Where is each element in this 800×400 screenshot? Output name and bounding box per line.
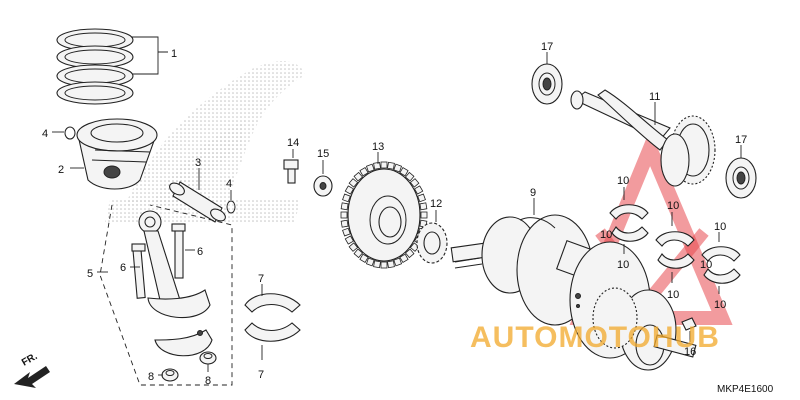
balancer-bearing-right — [725, 157, 757, 199]
callout-10-e: 10 — [714, 221, 726, 233]
gear-tooth — [419, 202, 428, 211]
gear-tooth — [380, 261, 388, 269]
gear-tooth — [387, 260, 395, 269]
gear-tooth — [348, 242, 359, 252]
piston — [76, 118, 158, 190]
gear-tooth — [365, 257, 375, 267]
crankshaft — [450, 214, 677, 371]
callout-16: 16 — [684, 346, 696, 358]
gear-tooth — [373, 260, 381, 269]
gear-tooth — [393, 257, 403, 267]
washer — [313, 175, 333, 197]
gear-tooth — [417, 193, 426, 203]
gear-tooth — [359, 253, 369, 263]
gear-tooth — [344, 185, 355, 195]
callout-10-d: 10 — [667, 289, 679, 301]
gear-tooth — [404, 171, 415, 182]
piston-pin-clip-right — [226, 200, 236, 214]
piston-pin-clip-left — [64, 126, 76, 140]
flange-bolt — [283, 159, 299, 184]
gear-tooth — [348, 178, 359, 188]
gear-tooth — [340, 219, 349, 228]
gear-tooth — [342, 227, 351, 237]
rod-bolt-left — [131, 243, 146, 299]
gear-tooth — [344, 235, 355, 245]
gear-tooth — [342, 193, 351, 203]
gear-tooth — [420, 211, 428, 219]
gear-tooth — [365, 163, 375, 173]
gear-tooth — [340, 202, 349, 211]
callout-10-a: 10 — [617, 175, 629, 187]
conrod-bearing-lower — [244, 322, 301, 342]
callout-4-right: 4 — [226, 178, 232, 190]
callout-4-left: 4 — [42, 128, 48, 140]
callout-12: 12 — [430, 198, 442, 210]
rod-nut-left — [161, 368, 179, 382]
callout-9: 9 — [530, 187, 536, 199]
callout-6-left: 6 — [120, 262, 126, 274]
gear-tooth — [399, 253, 409, 263]
gear-tooth — [404, 248, 415, 259]
gear-tooth — [353, 248, 364, 259]
callout-10-g: 10 — [600, 229, 612, 241]
crank-gear — [592, 287, 697, 366]
callout-10-h: 10 — [700, 259, 712, 271]
callout-3: 3 — [195, 157, 201, 169]
callout-5: 5 — [87, 268, 93, 280]
balancer-shaft — [570, 89, 671, 151]
watermark-text: AUTOMOTOHUB — [470, 321, 720, 354]
gear-tooth — [393, 163, 403, 173]
gear-tooth — [413, 185, 424, 195]
woodruff-key — [681, 317, 697, 331]
primary-drive-gear — [340, 161, 428, 269]
gear-tooth — [353, 171, 364, 182]
callout-8-right: 8 — [205, 375, 211, 387]
callout-10-f: 10 — [714, 299, 726, 311]
callout-6-right: 6 — [197, 246, 203, 258]
diagram-code: MKP4E1600 — [717, 384, 774, 395]
callout-7-lower: 7 — [258, 369, 264, 381]
callout-13: 13 — [372, 141, 384, 153]
callout-10-b: 10 — [617, 259, 629, 271]
main-bearing-shell-1 — [609, 204, 649, 242]
gear-tooth — [359, 167, 369, 177]
conrod-bearing-upper — [244, 293, 301, 313]
callout-17-right: 17 — [735, 134, 747, 146]
connecting-rod — [138, 210, 213, 357]
main-bearing-shell-3 — [701, 246, 741, 284]
balancer-bearing-left — [531, 63, 563, 105]
callout-10-c: 10 — [667, 200, 679, 212]
piston-pin — [169, 181, 226, 223]
callout-8-left: 8 — [148, 371, 154, 383]
callout-15: 15 — [317, 148, 329, 160]
piston-rings — [56, 28, 134, 105]
cam-chain-sprocket — [416, 222, 448, 264]
rod-nut-right — [199, 351, 217, 365]
gear-tooth — [373, 161, 381, 170]
rod-bolt-right — [171, 223, 186, 279]
callout-7-upper: 7 — [258, 273, 264, 285]
front-direction-arrow-icon — [14, 366, 50, 388]
gear-tooth — [409, 178, 420, 188]
callout-11: 11 — [649, 91, 660, 103]
gear-tooth — [340, 211, 348, 219]
main-bearing-shell-2 — [655, 231, 695, 269]
front-direction-label: FR. — [20, 351, 40, 369]
callout-14: 14 — [287, 137, 299, 149]
callout-1: 1 — [171, 48, 177, 60]
gear-tooth — [380, 161, 388, 169]
callout-17-left: 17 — [541, 41, 553, 53]
balancer-gear — [660, 115, 716, 187]
gear-tooth — [399, 167, 409, 177]
callout-2: 2 — [58, 164, 64, 176]
gear-tooth — [387, 161, 395, 170]
